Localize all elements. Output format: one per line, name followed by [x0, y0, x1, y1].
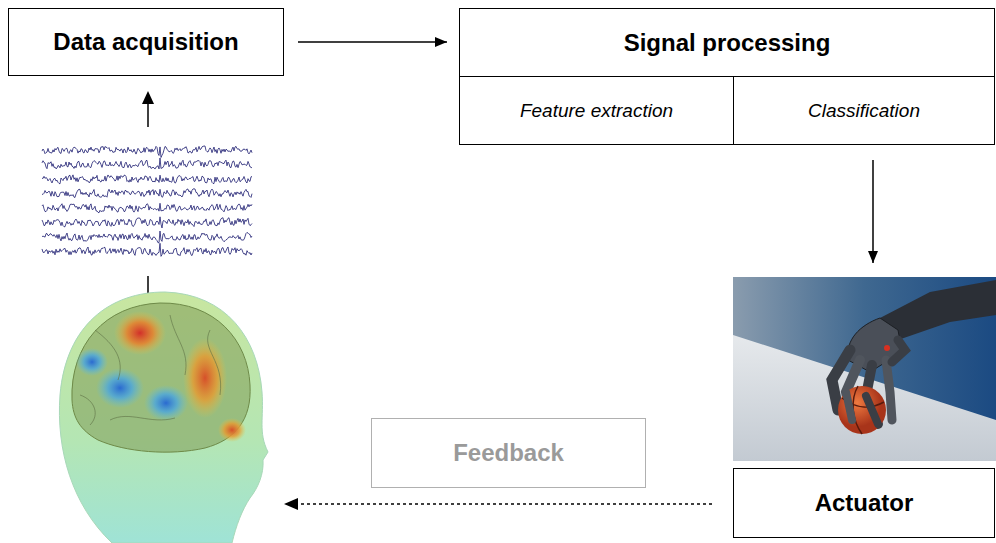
feedback-box: Feedback — [371, 418, 646, 488]
label-area: Actuator — [733, 468, 995, 538]
ball-seam — [842, 386, 884, 434]
photo-background — [733, 277, 996, 461]
eeg-trace — [42, 175, 252, 184]
eeg-trace — [42, 158, 252, 169]
robot-finger — [886, 360, 892, 420]
eeg-signal — [42, 146, 252, 256]
robot-finger — [866, 396, 878, 424]
node-label: Feature extraction — [520, 100, 673, 122]
activation-spot — [76, 348, 108, 376]
eeg-trace — [42, 146, 252, 158]
brain-gyri — [80, 315, 221, 425]
ball — [838, 386, 886, 434]
signal-arrow — [147, 104, 149, 127]
flow-arrow — [298, 41, 447, 43]
flow-arrow — [872, 160, 874, 263]
eeg-trace — [42, 243, 252, 256]
arrow-head — [284, 498, 298, 510]
feedback-line — [298, 503, 712, 504]
node-label: Data acquisition — [53, 28, 238, 56]
robot-finger — [846, 392, 852, 420]
eeg-trace — [42, 189, 252, 198]
eeg-trace — [42, 217, 252, 228]
label-area: Signal processing — [460, 9, 994, 76]
indicator-light — [884, 345, 890, 351]
sub-step-cell: Feature extraction — [460, 76, 734, 144]
actuator-unit: Actuator — [733, 277, 995, 538]
robot-thumb — [892, 340, 905, 362]
process-box: Signal processingFeature extraction Class… — [459, 8, 995, 145]
node-label: Actuator — [815, 489, 914, 517]
activation-spot — [144, 385, 188, 421]
robot-fingers-front — [846, 392, 878, 424]
head-model — [59, 292, 268, 543]
node-label: Classification — [808, 100, 920, 122]
eeg-trace — [42, 231, 252, 243]
activation-spot — [218, 418, 246, 442]
node-label: Feedback — [453, 439, 564, 467]
arrow-head — [142, 91, 154, 104]
eeg-trace — [42, 203, 252, 212]
brain — [72, 303, 250, 452]
sub-step-cell: Classification — [734, 76, 994, 144]
activation-spot — [114, 311, 166, 355]
process-box: Data acquisition — [8, 8, 284, 76]
node-label: Signal processing — [624, 29, 831, 57]
